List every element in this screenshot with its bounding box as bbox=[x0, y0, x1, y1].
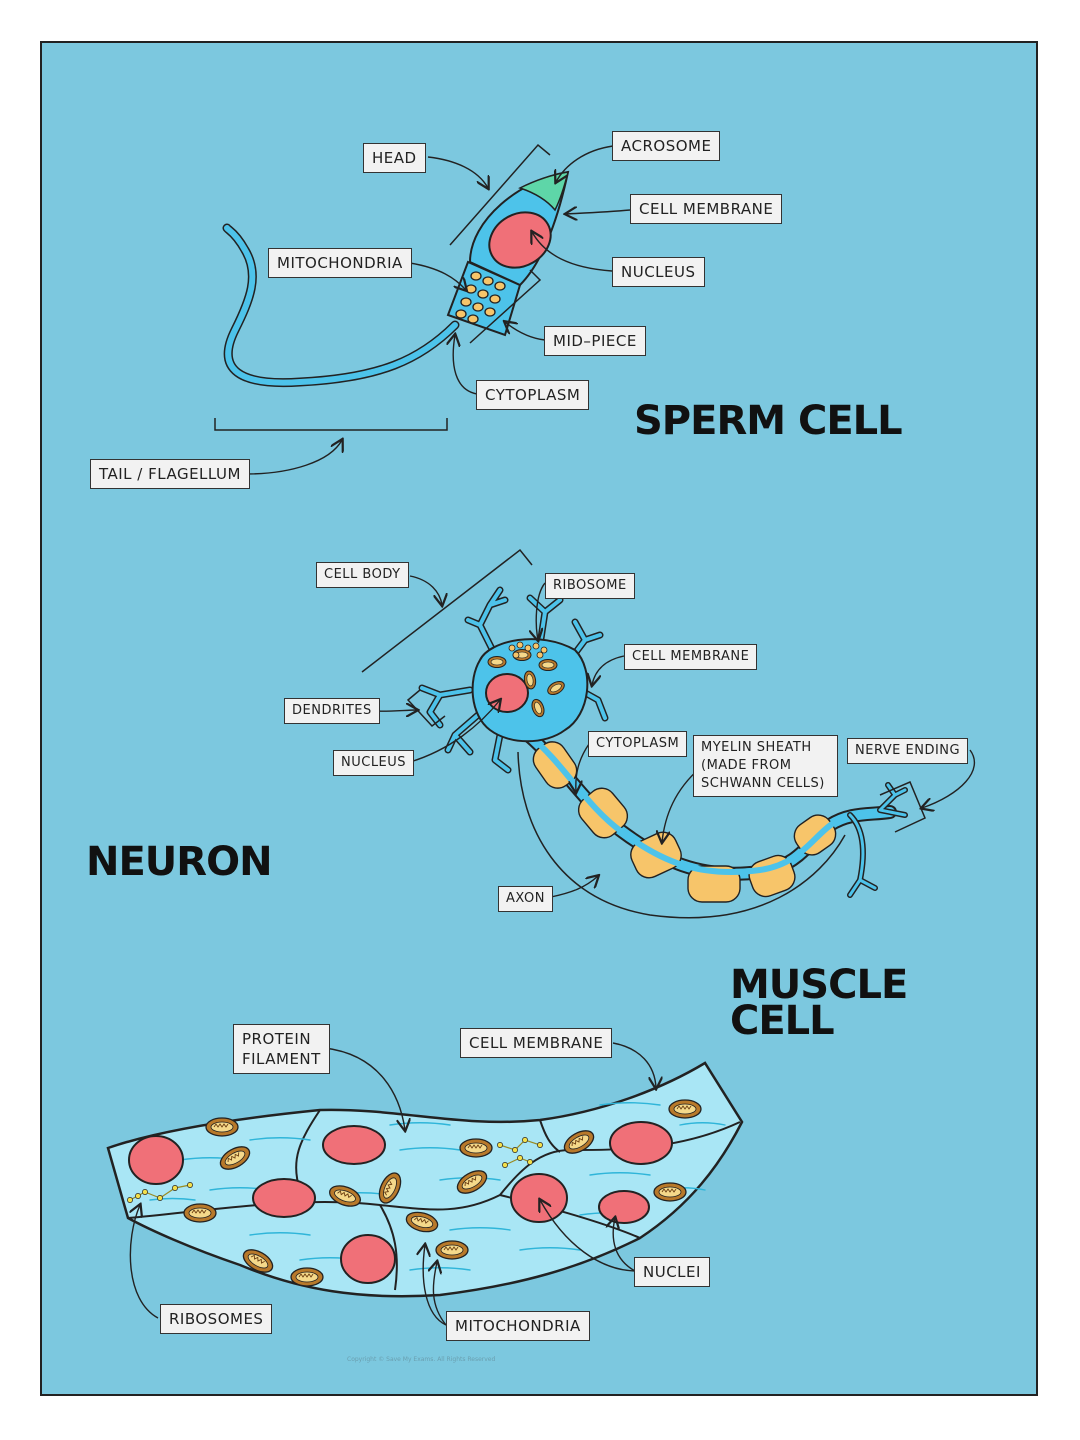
myelin-line-1: MYELIN SHEATH bbox=[701, 740, 812, 755]
neuron-arrows bbox=[371, 575, 976, 898]
label-acrosome: ACROSOME bbox=[612, 131, 721, 161]
label-nucleus: NUCLEUS bbox=[612, 257, 705, 287]
label-cytoplasm: CYTOPLASM bbox=[476, 380, 590, 410]
label-head: HEAD bbox=[363, 143, 426, 173]
label-ribosome: RIBOSOME bbox=[545, 573, 635, 599]
neuron-title: NEURON bbox=[86, 839, 273, 885]
label-axon: AXON bbox=[498, 886, 553, 912]
muscle-arrows bbox=[130, 1042, 656, 1326]
protein-filament-line-2: FILAMENT bbox=[242, 1050, 321, 1068]
muscle-cell-title-line2: CELL bbox=[730, 998, 835, 1044]
copyright-notice: Copyright © Save My Exams. All Rights Re… bbox=[347, 1356, 496, 1363]
label-cell-membrane: CELL MEMBRANE bbox=[630, 194, 783, 224]
label-neuron-nucleus: NUCLEUS bbox=[333, 750, 415, 776]
label-myelin-sheath: MYELIN SHEATH (MADE FROM SCHWANN CELLS) bbox=[693, 735, 838, 797]
label-mitochondria: MITOCHONDRIA bbox=[268, 248, 412, 278]
myelin-line-3: SCHWANN CELLS) bbox=[701, 776, 825, 791]
sperm-arrows bbox=[245, 145, 631, 475]
label-mid-piece: MID–PIECE bbox=[544, 326, 646, 356]
label-dendrites: DENDRITES bbox=[284, 698, 380, 724]
label-muscle-cell-membrane: CELL MEMBRANE bbox=[460, 1028, 613, 1058]
label-neuron-cell-membrane: CELL MEMBRANE bbox=[624, 644, 758, 670]
label-tail-flagellum: TAIL / FLAGELLUM bbox=[90, 459, 250, 489]
protein-filament-line-1: PROTEIN bbox=[242, 1030, 312, 1048]
muscle-cell-title-line1: MUSCLE bbox=[730, 962, 908, 1008]
label-cell-body: CELL BODY bbox=[316, 562, 409, 588]
sperm-cell-title: SPERM CELL bbox=[634, 398, 903, 444]
label-nerve-ending: NERVE ENDING bbox=[847, 738, 969, 764]
label-muscle-mitochondria: MITOCHONDRIA bbox=[446, 1311, 590, 1341]
label-protein-filament: PROTEIN FILAMENT bbox=[233, 1024, 330, 1074]
label-ribosomes: RIBOSOMES bbox=[160, 1304, 273, 1334]
label-nuclei: NUCLEI bbox=[634, 1257, 710, 1287]
muscle-cell-drawing bbox=[106, 1061, 744, 1298]
myelin-line-2: (MADE FROM bbox=[701, 758, 792, 773]
label-neuron-cytoplasm: CYTOPLASM bbox=[588, 731, 688, 757]
sperm-cell-drawing bbox=[214, 143, 570, 431]
